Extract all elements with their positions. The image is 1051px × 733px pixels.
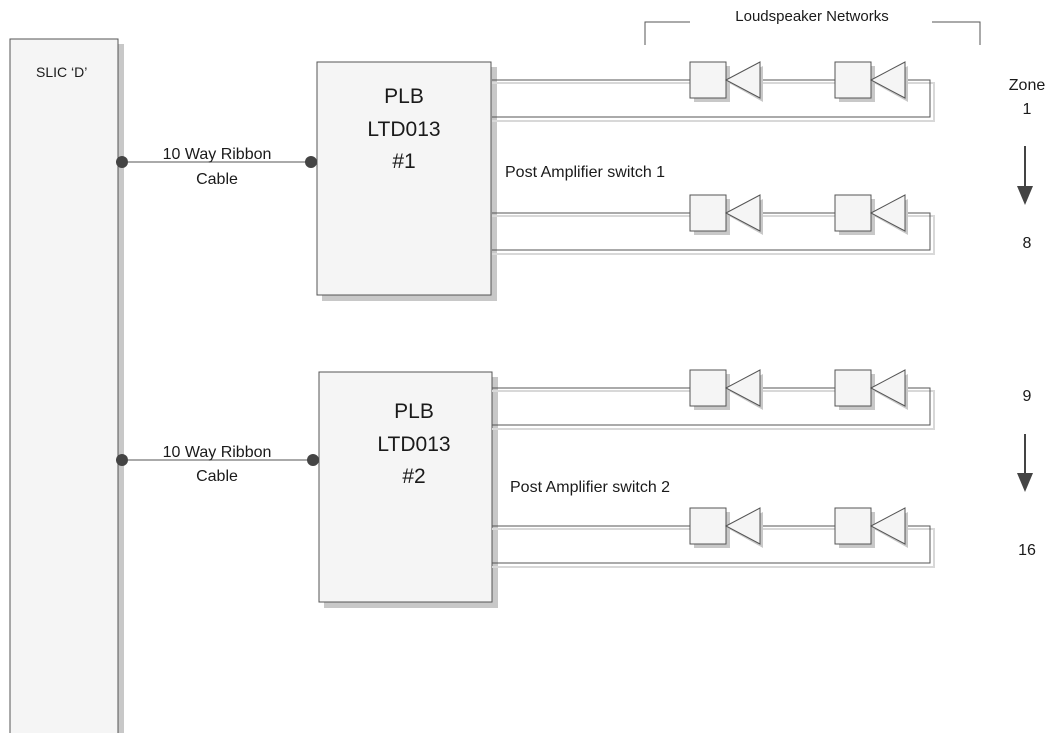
loudspeaker-icon <box>689 369 763 410</box>
loudspeaker-networks-title: Loudspeaker Networks <box>735 8 888 25</box>
loudspeaker-loops <box>492 61 935 568</box>
zone-9-label: 9 <box>1023 388 1032 405</box>
connector-node <box>307 454 319 466</box>
zone-arrow-down-icon <box>1017 434 1033 492</box>
plb-board-1: PLB LTD013 #1 <box>316 61 497 301</box>
plb-board-2: PLB LTD013 #2 <box>318 371 498 608</box>
loudspeaker-loop-2 <box>492 194 935 255</box>
loudspeaker-networks-bracket: Loudspeaker Networks <box>644 8 981 45</box>
cable-1-label-line1: 10 Way Ribbon <box>163 146 272 163</box>
zone-16-label: 16 <box>1018 542 1036 559</box>
loudspeaker-loop-1 <box>492 61 935 122</box>
loudspeaker-icon <box>834 61 908 102</box>
post-amplifier-switch-1-label: Post Amplifier switch 1 <box>505 164 665 181</box>
plb-2-line3: #2 <box>402 465 425 488</box>
zone-arrow-down-icon <box>1017 146 1033 205</box>
loudspeaker-loop-3 <box>492 369 935 430</box>
cable-2-label-line1: 10 Way Ribbon <box>163 444 272 461</box>
loudspeaker-icon <box>834 507 908 548</box>
plb-1-line3: #1 <box>392 150 415 173</box>
loudspeaker-loop-4 <box>492 507 935 568</box>
ribbon-cable-2: 10 Way Ribbon Cable <box>116 444 319 485</box>
slic-label: SLIC ‘D’ <box>36 64 87 80</box>
plb-2-line1: PLB <box>394 400 434 423</box>
plb-2-line2: LTD013 <box>377 433 450 456</box>
cable-1-label-line2: Cable <box>196 171 238 188</box>
zone-labels: Zone 1 8 9 16 <box>1009 77 1046 559</box>
loudspeaker-icon <box>834 369 908 410</box>
connector-node <box>305 156 317 168</box>
cable-2-label-line2: Cable <box>196 468 238 485</box>
loudspeaker-icon <box>689 61 763 102</box>
connector-node <box>116 156 128 168</box>
loudspeaker-icon <box>834 194 908 235</box>
ribbon-cable-1: 10 Way Ribbon Cable <box>116 146 317 188</box>
slic-panel: SLIC ‘D’ <box>9 38 124 733</box>
loudspeaker-icon <box>689 507 763 548</box>
connector-node <box>116 454 128 466</box>
zone-heading: Zone <box>1009 77 1046 94</box>
post-amplifier-switch-2-label: Post Amplifier switch 2 <box>510 479 670 496</box>
zone-8-label: 8 <box>1023 235 1032 252</box>
plb-1-line1: PLB <box>384 85 424 108</box>
plb-1-line2: LTD013 <box>367 118 440 141</box>
loudspeaker-icon <box>689 194 763 235</box>
zone-1-label: 1 <box>1023 101 1032 118</box>
